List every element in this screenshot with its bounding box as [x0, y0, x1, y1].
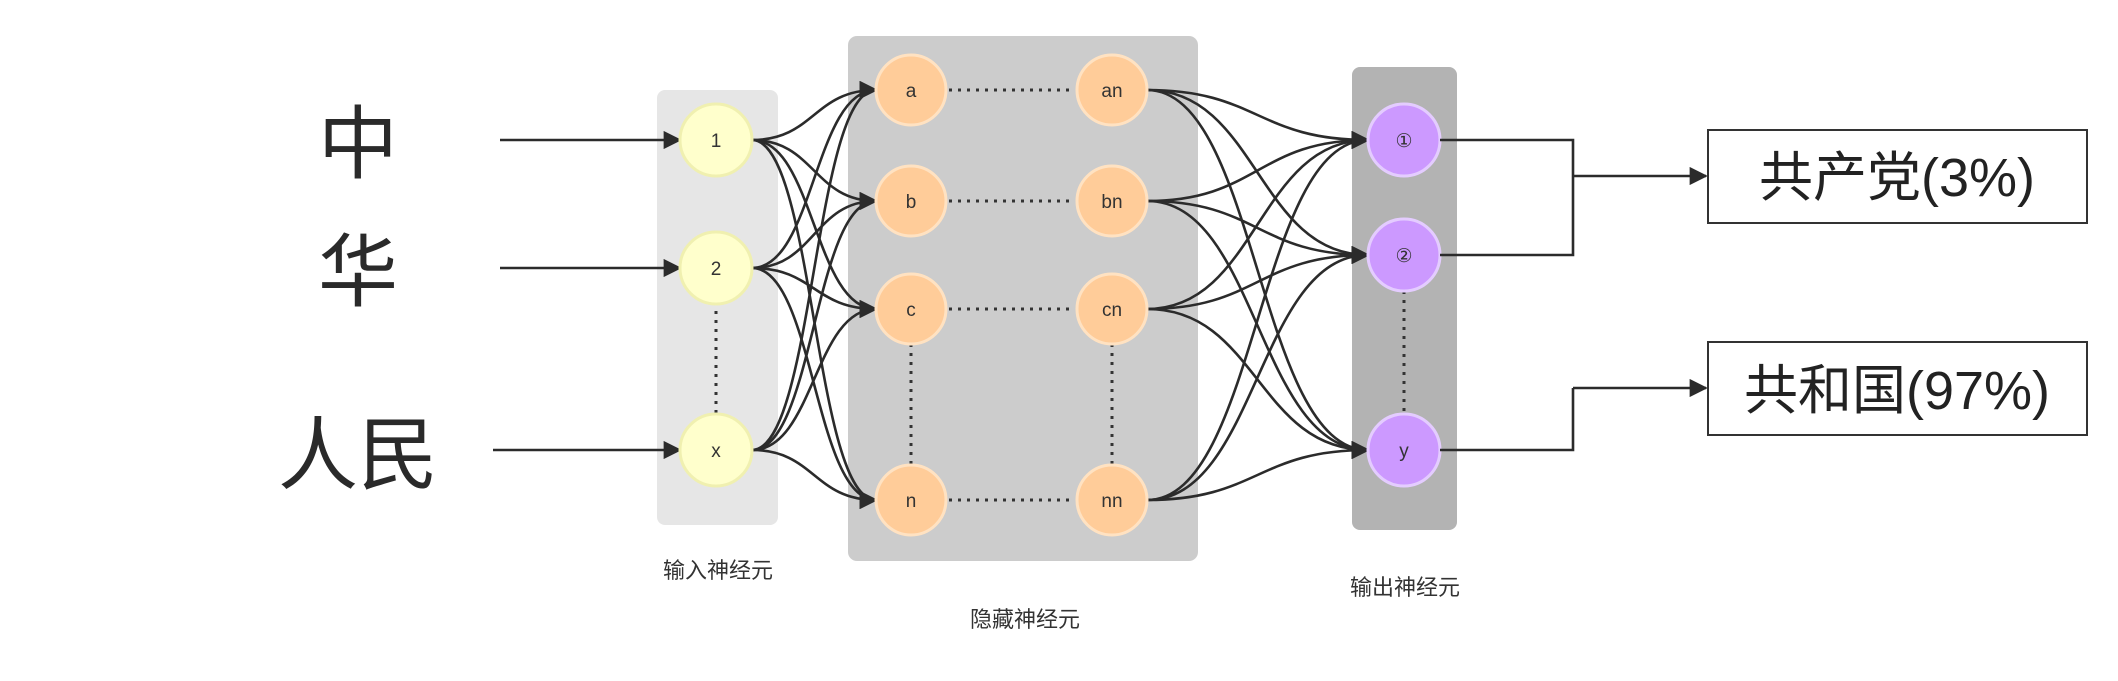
result-box-1 [1707, 129, 2088, 224]
input-node-1-label: 1 [711, 131, 722, 152]
output-layer-label: 输出神经元 [1350, 576, 1460, 601]
hidden-node-last-1: an [1075, 53, 1149, 127]
input-word-1: 中 [318, 98, 398, 191]
edge-input-3-to-hidden-2 [751, 191, 878, 452]
connection-edges [751, 80, 1370, 510]
edge-hidden-4-to-output-3 [1146, 440, 1370, 502]
input-word-2: 华 [318, 226, 398, 319]
hidden-node-last-1-label: an [1101, 81, 1122, 102]
hidden-node-last-3-label: cn [1102, 300, 1122, 321]
edge-input-2-to-hidden-1 [751, 80, 878, 270]
hidden-node-first-1-circle [874, 53, 948, 127]
hidden-node-last-4: nn [1075, 463, 1149, 537]
output-layer-panel [1352, 67, 1457, 530]
edge-input-2-to-hidden-2 [751, 191, 878, 270]
output-node-1: ① [1366, 102, 1442, 178]
hidden-node-first-3-label: c [906, 300, 916, 321]
edge-hidden-4-to-output-2 [1146, 245, 1370, 502]
edge-hidden-2-to-output-3 [1146, 199, 1370, 460]
output-2-bus [1440, 176, 1575, 257]
output-node-2: ② [1366, 217, 1442, 293]
edge-input-2-to-hidden-3 [751, 266, 878, 319]
output-node-3: y [1366, 412, 1442, 488]
input-node-2-label: 2 [711, 259, 722, 280]
edge-input-3-to-hidden-4 [751, 448, 878, 510]
edge-input-3-to-hidden-3 [751, 299, 878, 452]
hidden-node-last-3: cn [1075, 272, 1149, 346]
hidden-node-first-1: a [874, 53, 948, 127]
hidden-node-last-2-label: bn [1101, 192, 1122, 213]
input-node-3-circle [678, 412, 754, 488]
output-node-3-label: y [1399, 441, 1409, 462]
edge-hidden-3-to-output-1 [1146, 130, 1370, 311]
result-label-1: 共产党(3%) [1759, 148, 2035, 208]
edge-input-3-to-hidden-1 [751, 80, 878, 452]
hidden-node-first-2-label: b [906, 192, 917, 213]
input-node-2: 2 [678, 230, 754, 306]
hidden-node-last-4-label: nn [1101, 491, 1122, 512]
input-node-1-circle [678, 102, 754, 178]
hidden-node-last-1-circle [1075, 53, 1149, 127]
edge-input-1-to-hidden-4 [751, 138, 878, 510]
hidden-node-first-3: c [874, 272, 948, 346]
hidden-node-first-3-circle [874, 272, 948, 346]
edge-hidden-3-to-output-2 [1146, 245, 1370, 311]
hidden-node-last-3-circle [1075, 272, 1149, 346]
hidden-node-last-4-circle [1075, 463, 1149, 537]
edge-hidden-1-to-output-3 [1146, 88, 1370, 460]
input-layer-label: 输入神经元 [663, 559, 773, 584]
edge-input-1-to-hidden-3 [751, 138, 878, 319]
hidden-node-first-1-label: a [906, 81, 917, 102]
hidden-node-first-4-circle [874, 463, 948, 537]
hidden-layer-label: 隐藏神经元 [970, 608, 1080, 633]
edge-input-2-to-hidden-4 [751, 266, 878, 510]
output-1-bus [1440, 138, 1575, 176]
result-box-2 [1707, 341, 2088, 436]
edge-hidden-2-to-output-1 [1146, 130, 1370, 203]
output-node-1-label: ① [1395, 131, 1412, 152]
output-3-bus [1440, 388, 1575, 452]
result-label-2: 共和国(97%) [1744, 361, 2050, 421]
edge-hidden-4-to-output-1 [1146, 130, 1370, 502]
hidden-node-last-2-circle [1075, 164, 1149, 238]
edge-input-1-to-hidden-2 [751, 138, 878, 211]
edge-input-1-to-hidden-1 [751, 80, 878, 142]
input-word-3: 人民 [278, 409, 438, 502]
hidden-node-last-2: bn [1075, 164, 1149, 238]
input-node-3: x [678, 412, 754, 488]
input-node-1: 1 [678, 102, 754, 178]
hidden-node-first-4: n [874, 463, 948, 537]
output-node-2-label: ② [1395, 246, 1412, 267]
edge-hidden-1-to-output-1 [1146, 88, 1370, 150]
input-node-3-label: x [711, 441, 721, 462]
hidden-node-first-2-circle [874, 164, 948, 238]
edge-hidden-1-to-output-2 [1146, 88, 1370, 265]
input-layer-panel [657, 90, 778, 525]
edge-hidden-2-to-output-2 [1146, 199, 1370, 265]
input-node-2-circle [678, 230, 754, 306]
hidden-node-first-4-label: n [906, 491, 917, 512]
hidden-node-first-2: b [874, 164, 948, 238]
